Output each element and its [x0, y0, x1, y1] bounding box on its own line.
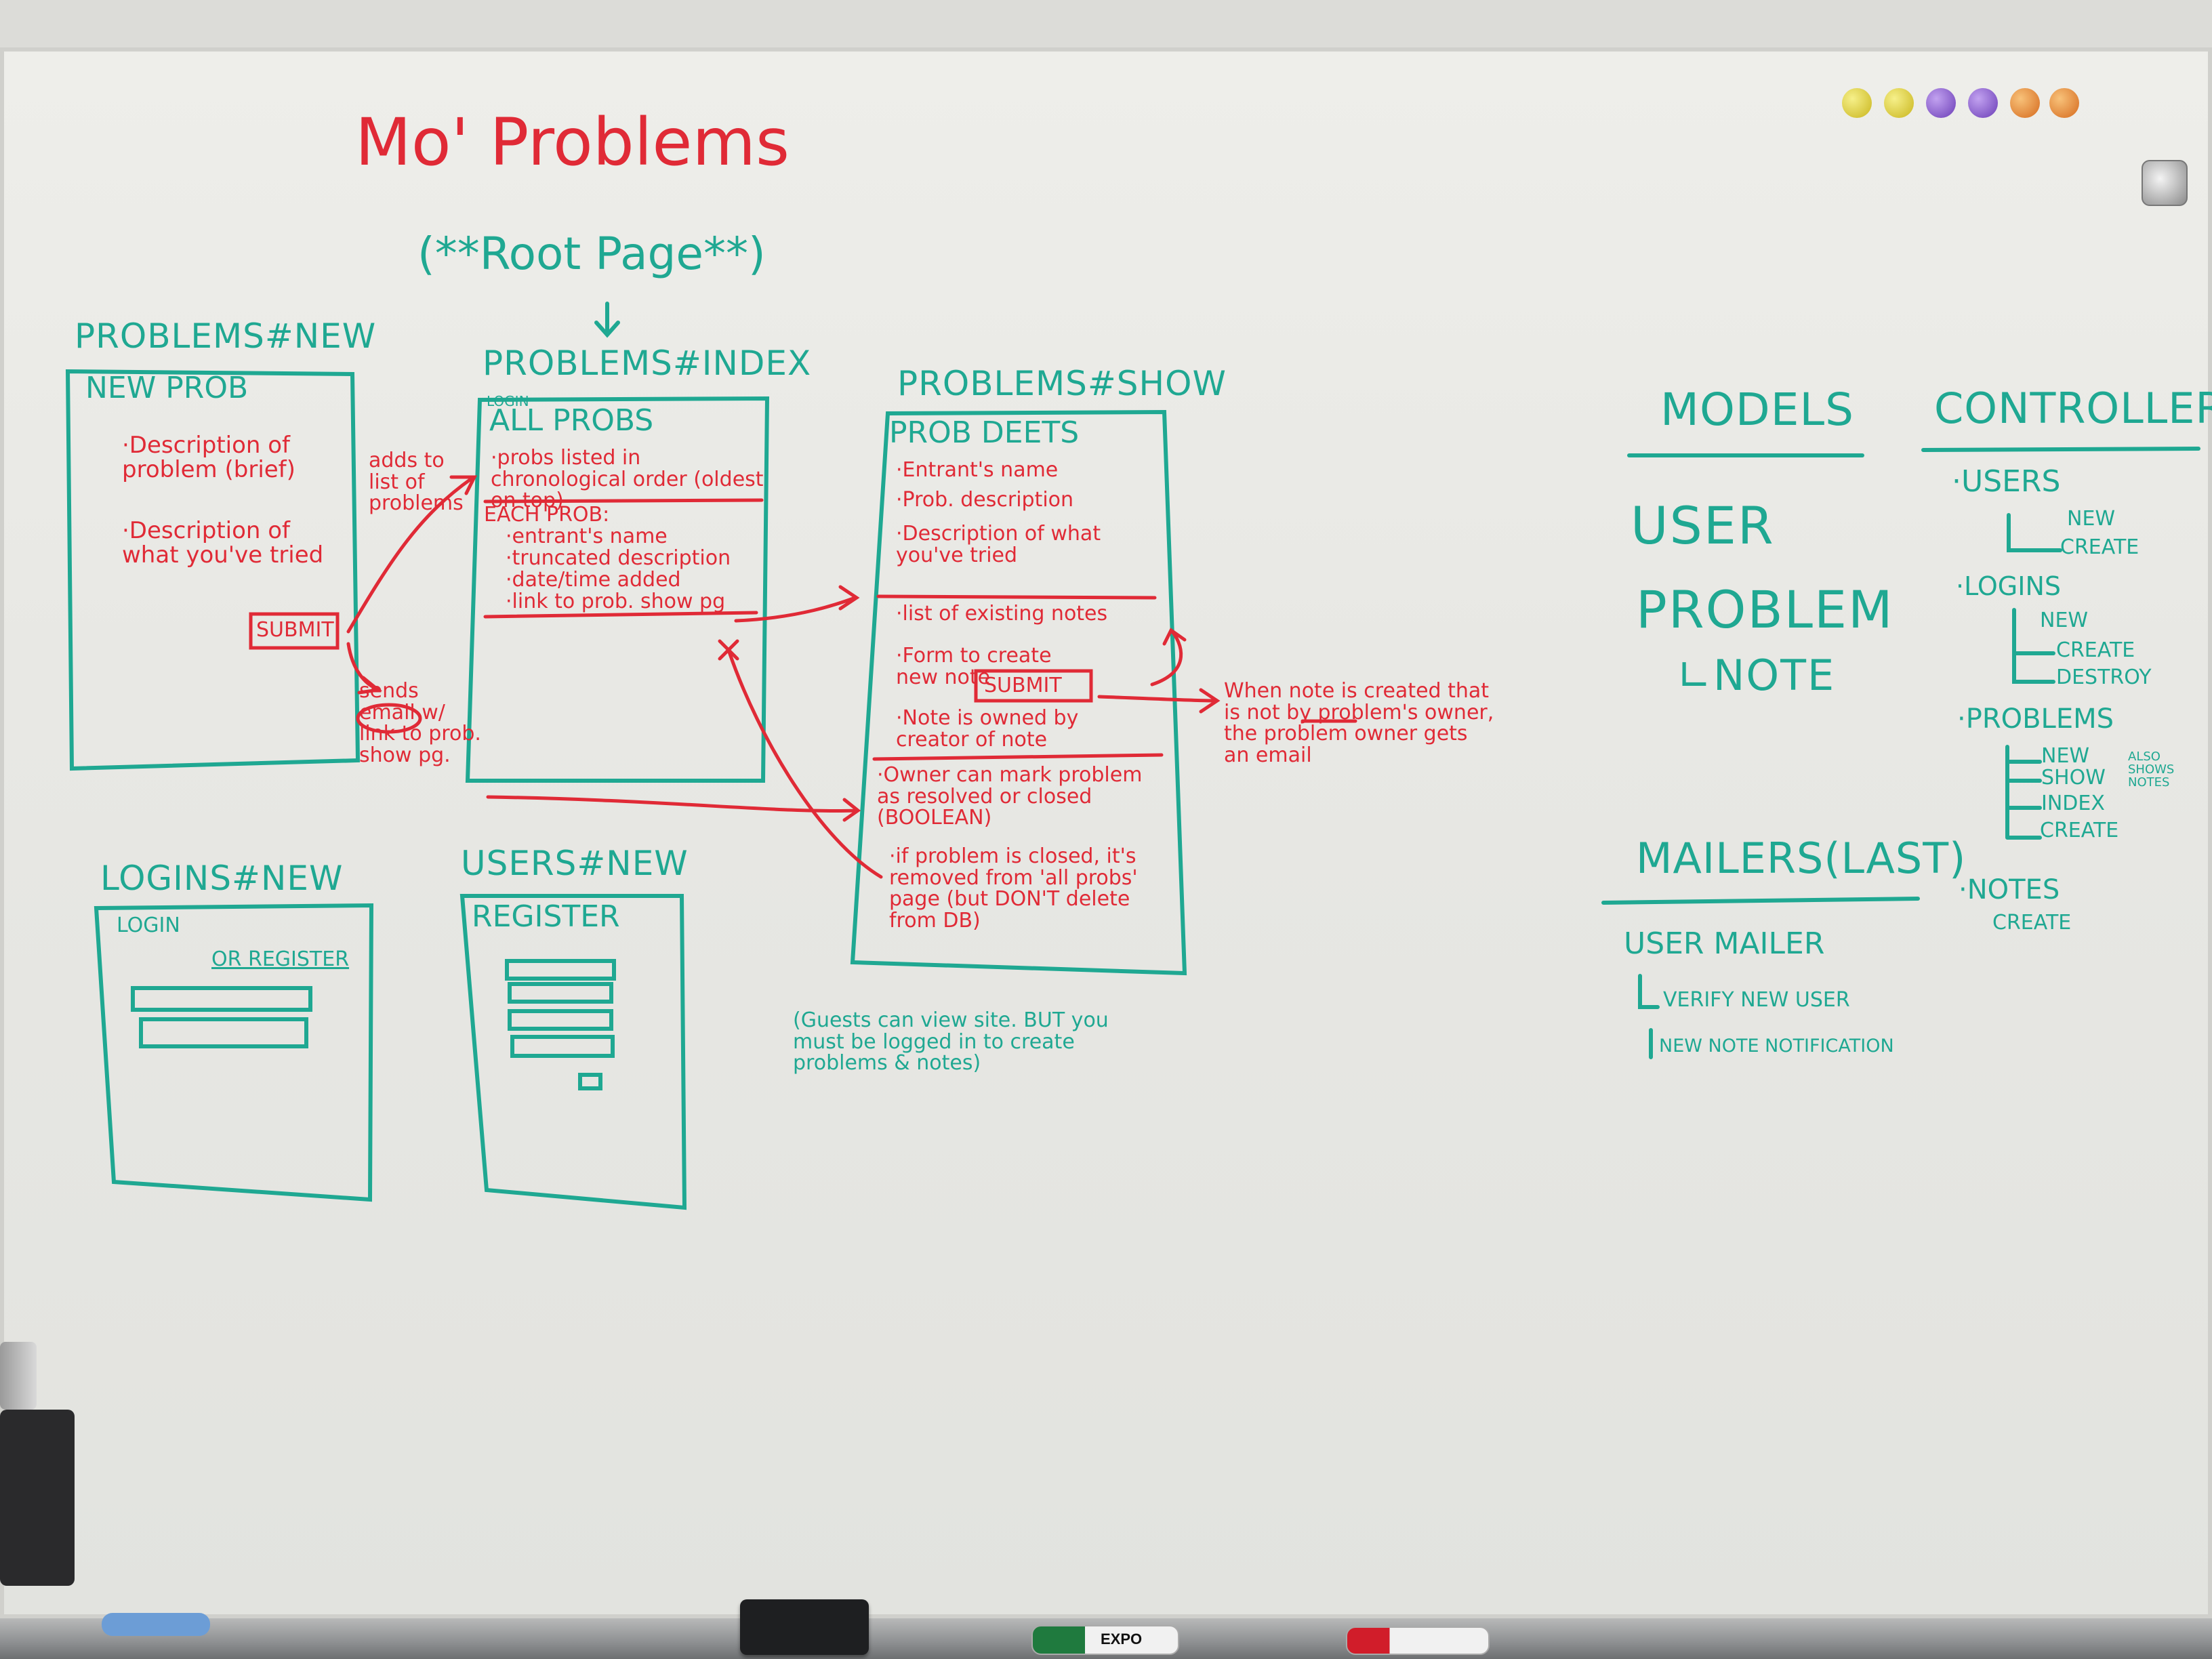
controllers-underline	[1921, 447, 2200, 452]
logins-new-box	[94, 903, 374, 1202]
index-each-item-4: ·link to prob. show pg	[506, 590, 726, 613]
root-arrow	[594, 302, 620, 338]
index-each-item-2: ·truncated description	[506, 546, 731, 570]
binder-clip	[2142, 160, 2188, 206]
controllers-heading: CONTROLLERS	[1934, 384, 2212, 433]
marker-brand-label: EXPO	[1101, 1631, 1143, 1647]
model-user: USER	[1631, 495, 1775, 556]
index-each-item-3: ·date/time added	[506, 568, 681, 592]
show-item-4: ·list of existing notes	[896, 602, 1108, 626]
problems-index-item: ·probs listed in chronological order (ol…	[491, 446, 764, 512]
problems-index-box	[465, 396, 770, 783]
problems-new-submit[interactable]: SUBMIT	[256, 618, 334, 642]
show-item-1: ·Entrant's name	[896, 458, 1059, 482]
show-item-3: ·Description of what you've tried	[896, 522, 1101, 567]
users-action-new: NEW	[2067, 507, 2116, 531]
problems-new-box	[65, 369, 361, 771]
sends-email-note: sends email w/ link to prob. show pg.	[359, 679, 481, 767]
problems-new-item-1: ·Description of problem (brief)	[122, 432, 295, 483]
register-submit	[578, 1073, 602, 1090]
register-field-1	[505, 959, 616, 981]
mailers-heading: MAILERS(LAST)	[1636, 834, 1967, 883]
arrow-new-to-email	[346, 642, 382, 695]
show-item-6: ·Note is owned by creator of note	[896, 706, 1079, 752]
users-new-box-title: REGISTER	[472, 899, 620, 934]
new-submit-outline	[249, 612, 340, 650]
problems-index-heading: PROBLEMS#INDEX	[483, 344, 812, 383]
register-field-3	[508, 1009, 613, 1031]
controller-logins: ·LOGINS	[1956, 571, 2062, 601]
problems-action-index: INDEX	[2041, 792, 2105, 815]
arrow-email-to-show	[486, 795, 861, 822]
arrow-to-note-email	[1097, 688, 1221, 714]
problems-new-heading: PROBLEMS#NEW	[75, 316, 377, 356]
show-item-8: ·if problem is closed, it's removed from…	[889, 844, 1138, 933]
board-title: Mo' Problems	[355, 104, 790, 180]
login-field-2	[139, 1017, 308, 1048]
wall	[0, 0, 2212, 47]
register-field-2	[508, 982, 613, 1004]
problems-new-item-2: ·Description of what you've tried	[122, 517, 324, 569]
note-email-annotation: When note is created that is not by prob…	[1224, 679, 1494, 767]
logins-action-create: CREATE	[2056, 638, 2135, 662]
logins-new-heading: LOGINS#NEW	[100, 859, 344, 898]
problems-action-create: CREATE	[2040, 819, 2119, 842]
mailer-method-notification: NEW NOTE NOTIFICATION	[1659, 1036, 1894, 1057]
problems-show-heading: PROBLEMS#SHOW	[897, 364, 1227, 403]
users-new-heading: USERS#NEW	[461, 844, 689, 883]
show-item-7: ·Owner can mark problem as resolved or c…	[877, 763, 1143, 830]
arrow-closed-to-index	[727, 650, 883, 879]
problems-index-box-title: ALL PROBS	[489, 403, 654, 438]
green-expo-marker[interactable]: EXPO	[1031, 1625, 1179, 1655]
logins-action-new: NEW	[2040, 609, 2089, 632]
email-circle	[356, 703, 422, 734]
side-clip	[0, 1342, 37, 1410]
register-field-4	[510, 1035, 615, 1058]
root-page-label: (**Root Page**)	[417, 228, 766, 280]
adds-to-list-note: adds to list of problems	[369, 449, 464, 515]
show-submit[interactable]: SUBMIT	[984, 674, 1062, 697]
each-prob-label: EACH PROB:	[484, 503, 610, 527]
logins-action-destroy: DESTROY	[2056, 665, 2152, 689]
arrow-new-to-index	[346, 475, 478, 634]
problems-action-new: NEW	[2041, 744, 2090, 768]
models-heading: MODELS	[1660, 384, 1855, 436]
whiteboard	[0, 47, 2212, 1618]
index-each-item-1: ·entrant's name	[506, 525, 668, 548]
login-field-1	[131, 986, 312, 1012]
show-submit-outline	[974, 669, 1093, 703]
mailer-method-verify: VERIFY NEW USER	[1663, 988, 1850, 1012]
controller-notes: ·NOTES	[1959, 874, 2060, 905]
notes-action-create: CREATE	[1992, 911, 2072, 935]
eraser[interactable]	[740, 1599, 869, 1655]
users-new-box	[459, 894, 687, 1210]
arrow-index-to-show	[734, 585, 860, 623]
problems-show-box-title: PROB DEETS	[889, 415, 1080, 450]
red-marker[interactable]	[1346, 1626, 1490, 1655]
logins-new-box-title: LOGIN	[117, 914, 180, 937]
problems-index-login-label: LOGIN	[487, 393, 529, 409]
mailers-underline	[1601, 897, 1920, 905]
model-problem: PROBLEM	[1636, 579, 1894, 640]
problems-new-box-title: NEW PROB	[85, 371, 249, 405]
problems-show-side-note: ALSO SHOWS NOTES	[2128, 750, 2175, 790]
logins-register-link[interactable]: OR REGISTER	[211, 947, 350, 971]
user-mailer: USER MAILER	[1624, 926, 1825, 961]
users-action-create: CREATE	[2060, 535, 2139, 559]
model-note: ∟NOTE	[1677, 651, 1836, 700]
problems-action-show: SHOW	[2041, 766, 2106, 790]
marker-holder	[0, 1410, 75, 1586]
controller-users: ·USERS	[1952, 464, 2061, 499]
controller-problems: ·PROBLEMS	[1957, 703, 2114, 735]
show-item-2: ·Prob. description	[896, 488, 1074, 512]
show-item-5: ·Form to create new note	[896, 644, 1052, 689]
blue-cloth	[102, 1613, 210, 1636]
guests-note: (Guests can view site. BUT you must be l…	[793, 1008, 1109, 1075]
problems-show-box	[850, 409, 1187, 976]
